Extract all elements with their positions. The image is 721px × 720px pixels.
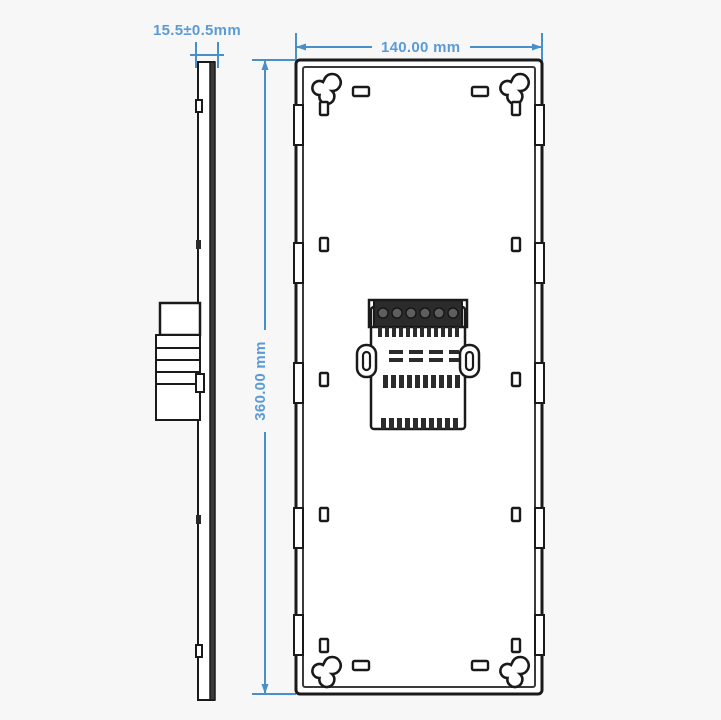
central-connector-assembly bbox=[355, 298, 481, 431]
panel-vertical-slots bbox=[318, 100, 522, 654]
side-connector-profile bbox=[155, 301, 205, 421]
width-dimension bbox=[295, 33, 543, 68]
mounting-ear-right bbox=[458, 343, 481, 379]
mounting-ear-left bbox=[355, 343, 378, 379]
keyhole-mount-bottom-right bbox=[499, 655, 530, 689]
keyhole-mount-top-left bbox=[311, 72, 342, 106]
keyhole-mount-bottom-left bbox=[311, 655, 342, 689]
rear-panel-view bbox=[293, 58, 545, 696]
side-profile-view bbox=[155, 61, 216, 701]
height-dimension-label: 360.00 mm bbox=[252, 341, 269, 420]
panel-right-notches bbox=[534, 104, 545, 656]
thickness-dimension bbox=[190, 42, 224, 68]
corner-horizontal-slots bbox=[351, 85, 490, 672]
dimension-annotations bbox=[190, 33, 543, 695]
connector-bottom-pin-row bbox=[381, 418, 458, 429]
terminal-screws bbox=[377, 307, 459, 319]
connector-dash-rows bbox=[389, 350, 459, 362]
panel-left-notches bbox=[293, 104, 304, 656]
connector-mid-pin-row bbox=[383, 375, 460, 388]
thickness-dimension-label: 15.5±0.5mm bbox=[153, 22, 241, 39]
height-dimension bbox=[252, 59, 296, 695]
terminal-pin-comb bbox=[378, 327, 459, 337]
width-dimension-label: 140.00 mm bbox=[381, 39, 460, 56]
